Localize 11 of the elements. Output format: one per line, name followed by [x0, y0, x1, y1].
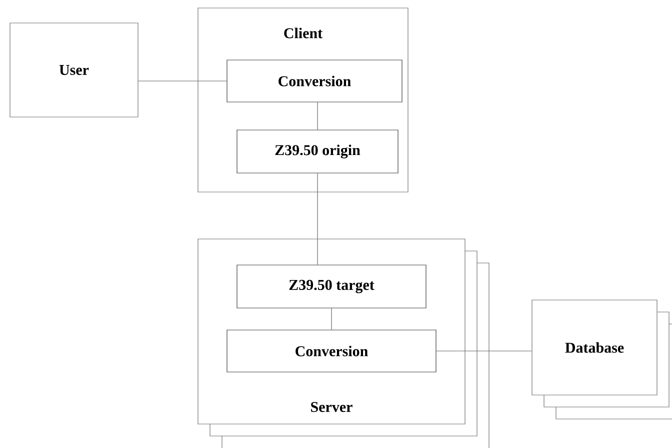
- process-box: Z39.50 target: [236, 264, 426, 308]
- process-box: Conversion: [226, 330, 436, 372]
- process-box: Z39.50 origin: [236, 130, 398, 174]
- user-box: User: [10, 22, 138, 118]
- connector-line: [138, 80, 227, 82]
- connector-line: [331, 308, 332, 330]
- connector-line: [317, 102, 318, 130]
- connector-line: [436, 350, 532, 352]
- database-stack: Database: [532, 300, 672, 420]
- connector-line: [317, 173, 318, 265]
- process-box: Conversion: [226, 60, 402, 102]
